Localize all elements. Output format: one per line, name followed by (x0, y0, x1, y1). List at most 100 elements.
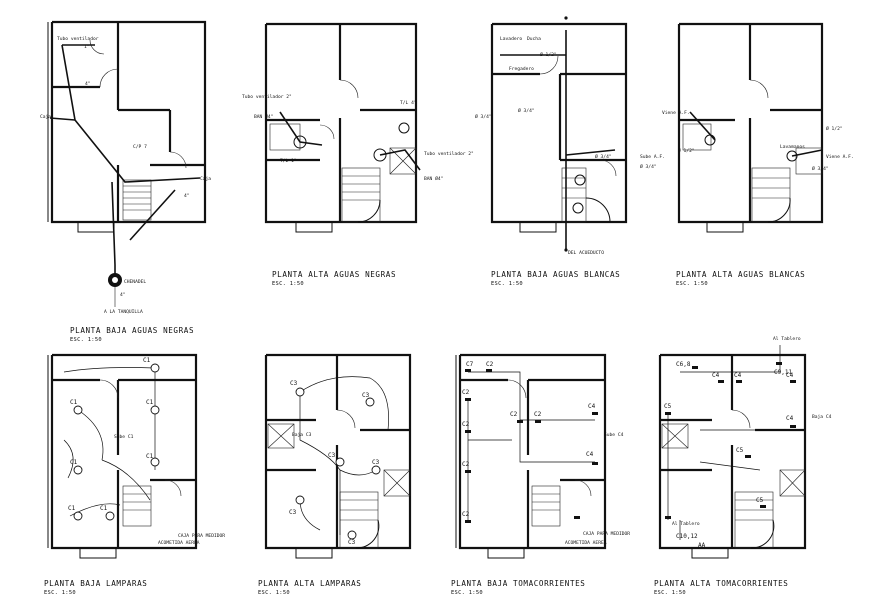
plan-scale: ESC. 1:50 (70, 337, 102, 343)
svg-text:Tubo ventilador 2": Tubo ventilador 2" (242, 94, 292, 100)
svg-text:C3: C3 (372, 459, 380, 466)
svg-text:C5: C5 (736, 447, 744, 454)
svg-text:C1: C1 (100, 505, 108, 512)
svg-text:Ø 1/2": Ø 1/2" (678, 147, 695, 154)
svg-text:BAN Ø4": BAN Ø4" (424, 175, 443, 182)
plan-title: PLANTA ALTA AGUAS BLANCAS (676, 270, 806, 279)
svg-text:T/L 1": T/L 1" (280, 158, 297, 164)
svg-text:4": 4" (120, 292, 126, 298)
svg-text:Baja C3: Baja C3 (292, 432, 312, 438)
svg-text:C1: C1 (70, 459, 78, 466)
plan-title: PLANTA BAJA AGUAS BLANCAS (491, 270, 621, 279)
svg-text:C3: C3 (328, 452, 336, 459)
plan-title: PLANTA ALTA LAMPARAS (258, 579, 362, 588)
svg-text:Ø 3/4": Ø 3/4" (518, 107, 535, 114)
plan-title: PLANTA BAJA AGUAS NEGRAS (70, 326, 195, 335)
svg-text:C2: C2 (462, 389, 470, 396)
svg-text:Sube A.F.: Sube A.F. (640, 154, 665, 160)
svg-text:Ø 3/4": Ø 3/4" (475, 113, 492, 120)
svg-text:C2: C2 (462, 421, 470, 428)
plan-scale: ESC. 1:50 (258, 590, 290, 596)
svg-text:Al Tablero: Al Tablero (773, 336, 801, 342)
svg-text:Ø 1/2": Ø 1/2" (826, 125, 843, 132)
svg-text:4": 4" (85, 81, 91, 87)
svg-text:C/P 7: C/P 7 (133, 144, 147, 150)
svg-text:Tubo ventilador: Tubo ventilador (57, 36, 99, 42)
svg-text:Al Tablero: Al Tablero (672, 521, 700, 527)
svg-text:ACOMETIDA AEREA: ACOMETIDA AEREA (565, 540, 607, 546)
svg-text:C3: C3 (290, 380, 298, 387)
svg-text:Baja C4: Baja C4 (812, 414, 832, 420)
svg-text:4": 4" (184, 193, 190, 199)
svg-text:Ducha: Ducha (527, 36, 541, 42)
svg-text:CAJA PARA MEDIDOR: CAJA PARA MEDIDOR (583, 531, 630, 537)
svg-text:C2: C2 (462, 511, 470, 518)
svg-text:Lavamanos: Lavamanos (780, 144, 805, 150)
svg-text:1": 1" (84, 44, 90, 50)
svg-text:ACOMETIDA AEREA: ACOMETIDA AEREA (158, 540, 200, 546)
svg-text:Ø 3/4": Ø 3/4" (595, 153, 612, 160)
svg-text:CAJA PARA MEDIDOR: CAJA PARA MEDIDOR (178, 533, 225, 539)
svg-text:C2: C2 (462, 461, 470, 468)
svg-text:C2: C2 (510, 411, 518, 418)
svg-text:BAN Ø4": BAN Ø4" (254, 113, 273, 120)
plan-scale: ESC. 1:50 (491, 281, 523, 287)
svg-text:T/L 4": T/L 4" (400, 100, 417, 106)
svg-text:C4: C4 (734, 372, 742, 379)
svg-text:Fregadero: Fregadero (509, 66, 534, 72)
svg-text:C4: C4 (712, 372, 720, 379)
plan-title: PLANTA BAJA LAMPARAS (44, 579, 148, 588)
svg-text:C4: C4 (786, 372, 794, 379)
svg-text:C4: C4 (786, 415, 794, 422)
svg-text:Tubo ventilador 2": Tubo ventilador 2" (424, 151, 474, 157)
svg-text:Sube C1: Sube C1 (114, 434, 134, 440)
plan-scale: ESC. 1:50 (44, 590, 76, 596)
svg-text:AA: AA (698, 542, 706, 549)
svg-text:C5: C5 (756, 497, 764, 504)
svg-text:C4: C4 (588, 403, 596, 410)
svg-text:Viene A.F.: Viene A.F. (662, 110, 690, 116)
svg-text:C1: C1 (70, 399, 78, 406)
svg-text:C9,11: C9,11 (774, 369, 792, 376)
plan-title: PLANTA ALTA TOMACORRIENTES (654, 579, 789, 588)
svg-text:C10,12: C10,12 (676, 533, 698, 540)
svg-text:C1: C1 (68, 505, 76, 512)
svg-text:A LA TANQUILLA: A LA TANQUILLA (104, 309, 143, 315)
svg-text:C6,8: C6,8 (676, 361, 691, 368)
svg-text:C3: C3 (362, 392, 370, 399)
svg-text:Caja: Caja (200, 176, 211, 182)
svg-text:C5: C5 (664, 403, 672, 410)
svg-text:Ø 3/4": Ø 3/4" (640, 163, 657, 170)
plan-scale: ESC. 1:50 (451, 590, 483, 596)
svg-text:Viene A.F.: Viene A.F. (826, 154, 854, 160)
svg-text:CHENADEL: CHENADEL (124, 279, 146, 285)
svg-text:Lavadero: Lavadero (500, 36, 522, 42)
plan-scale: ESC. 1:50 (654, 590, 686, 596)
plan-title: PLANTA ALTA AGUAS NEGRAS (272, 270, 397, 279)
svg-text:Ø 1/2": Ø 1/2" (540, 51, 557, 58)
plan-scale: ESC. 1:50 (676, 281, 708, 287)
svg-text:C1: C1 (146, 399, 154, 406)
svg-text:C4: C4 (586, 451, 594, 458)
svg-text:C3: C3 (348, 539, 356, 546)
svg-text:C1: C1 (143, 357, 151, 364)
svg-text:C2: C2 (534, 411, 542, 418)
svg-text:C1: C1 (146, 453, 154, 460)
plan-title: PLANTA BAJA TOMACORRIENTES (451, 579, 586, 588)
svg-text:C7: C7 (466, 361, 474, 368)
svg-text:C3: C3 (289, 509, 297, 516)
plan-scale: ESC. 1:50 (272, 281, 304, 287)
